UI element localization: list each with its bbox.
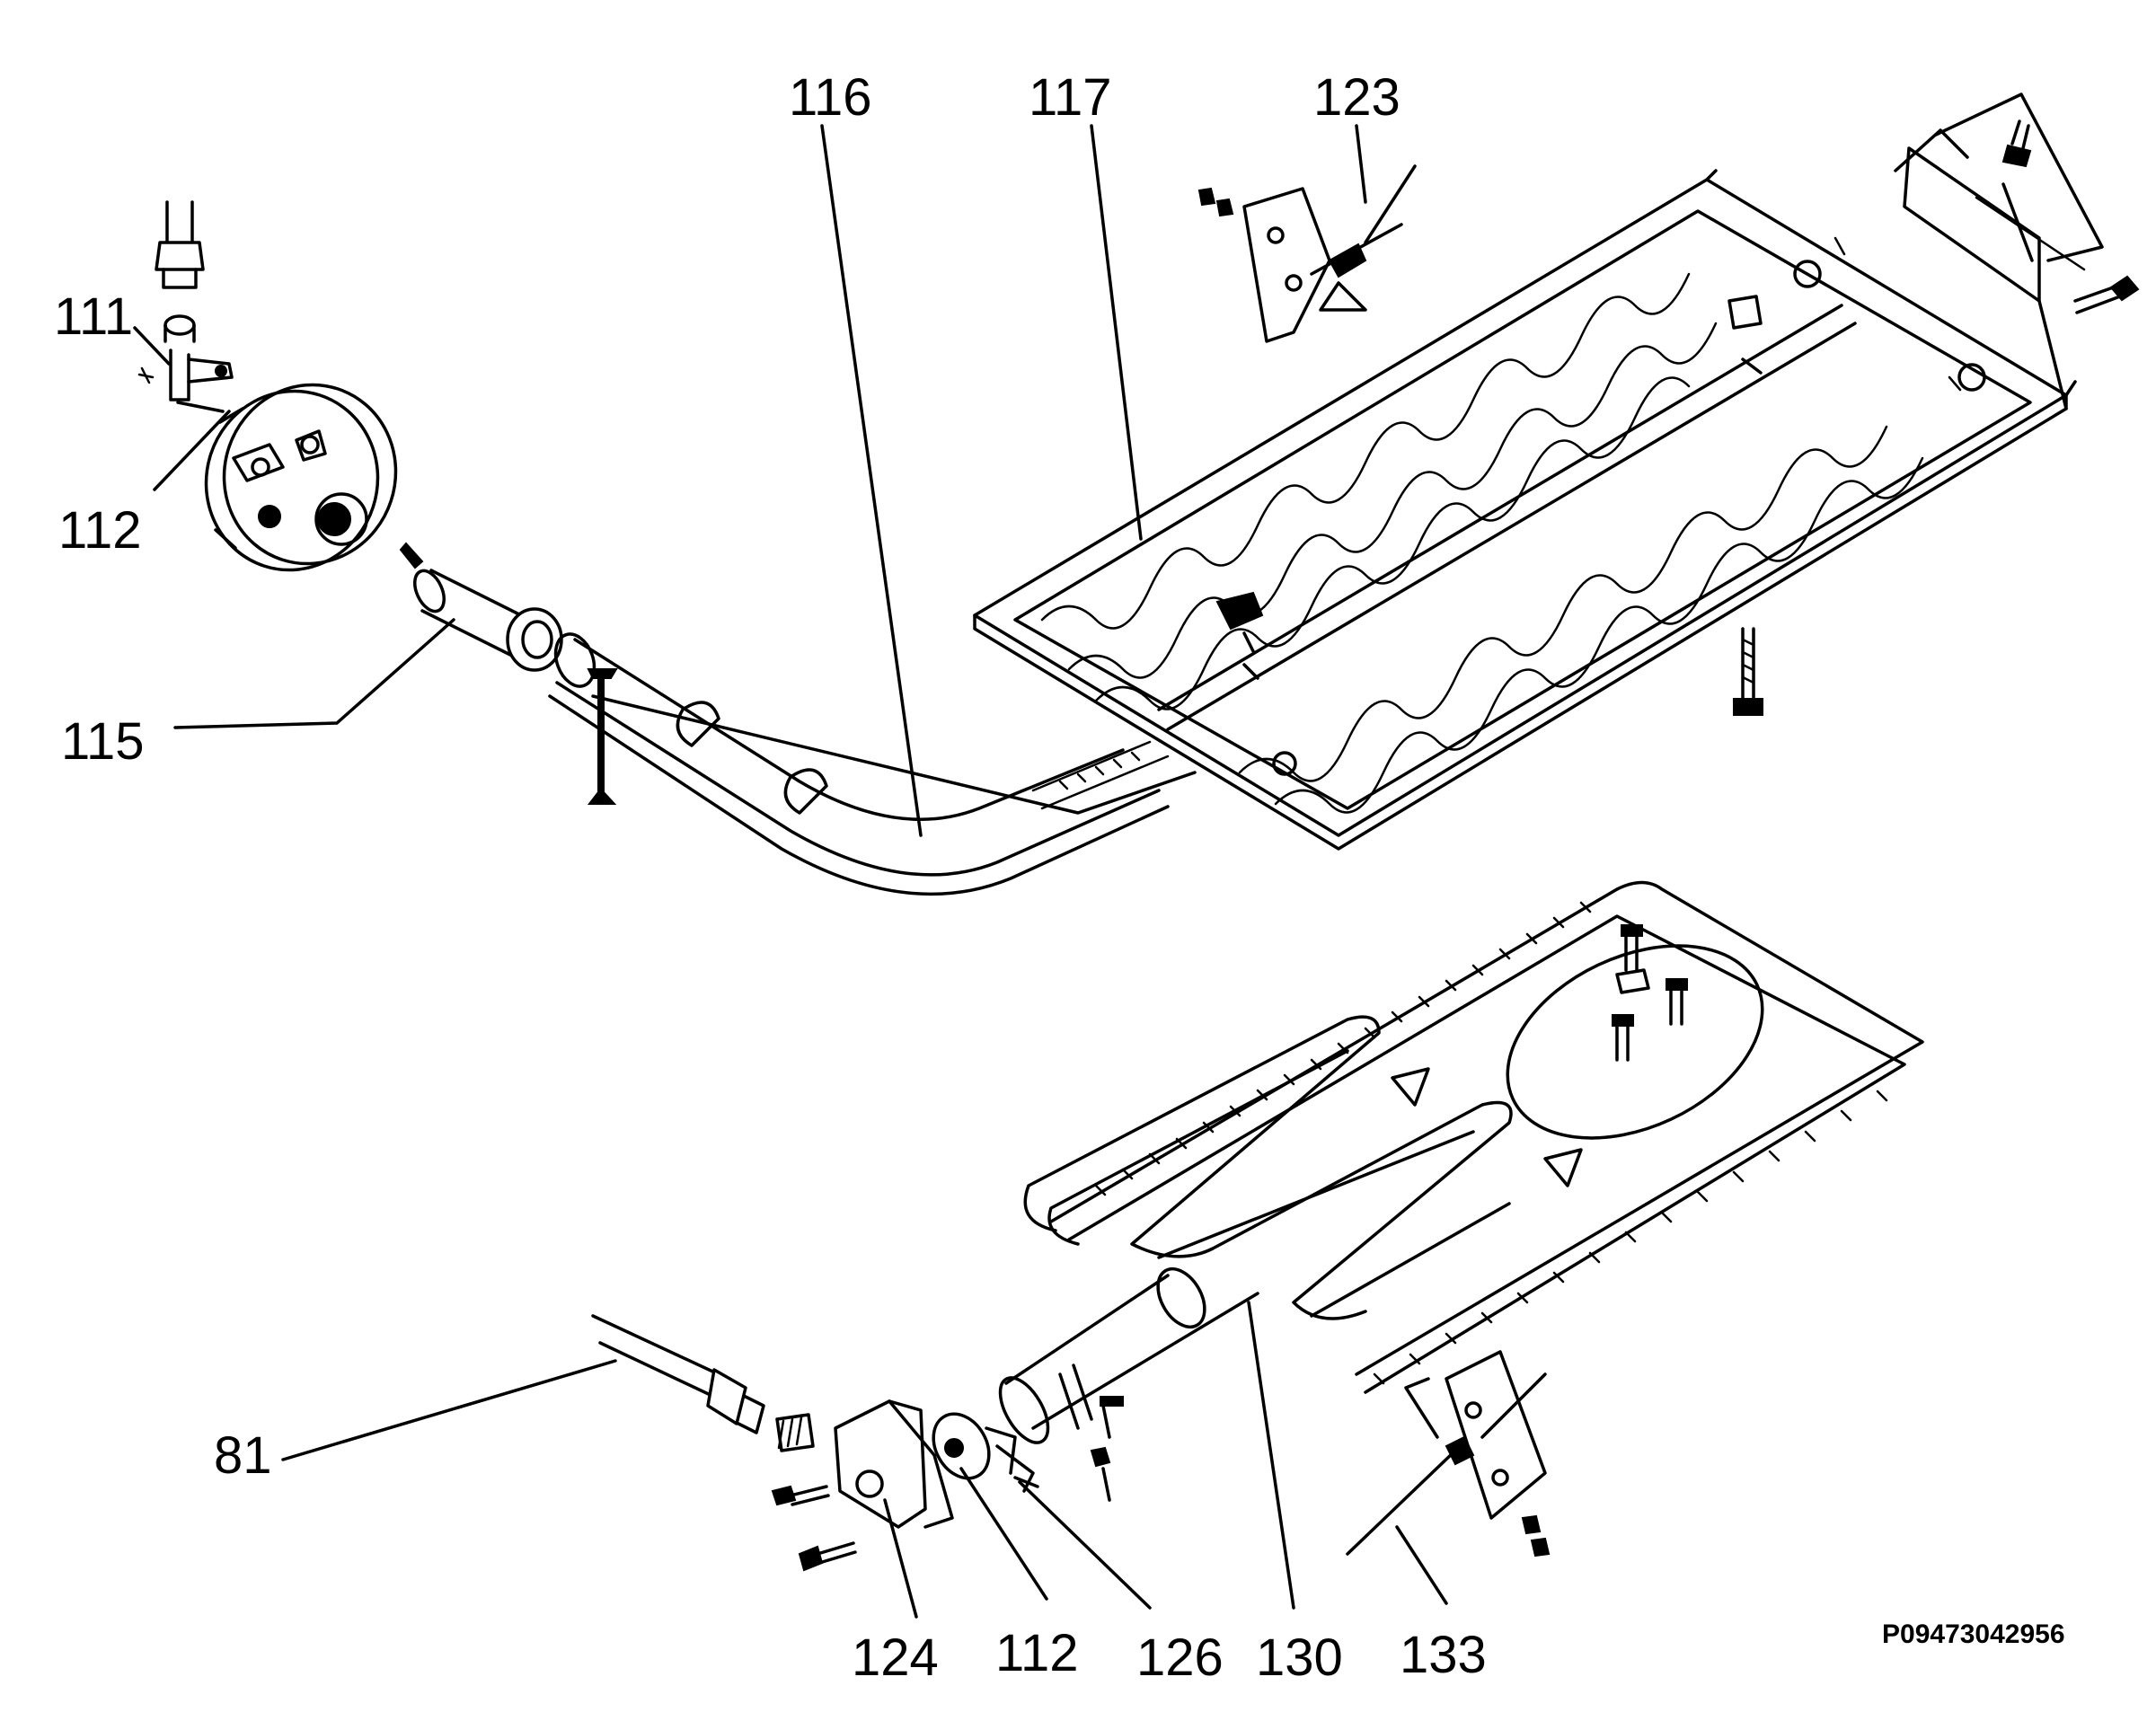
radiant-loops-lower [1238, 425, 1924, 814]
callout-133: 133 [1400, 1626, 1487, 1684]
callout-112-upper: 112 [58, 501, 141, 560]
callout-81: 81 [214, 1426, 272, 1485]
lower-orifice [932, 1412, 1017, 1480]
lower-burner-tube [998, 1015, 1513, 1444]
callout-123: 123 [1313, 68, 1401, 127]
callout-130: 130 [1256, 1628, 1343, 1687]
callout-124: 124 [852, 1628, 939, 1687]
leader-133 [1395, 1525, 1448, 1605]
radiant-loops-upper [1040, 272, 1718, 710]
valve-bracket [771, 1399, 954, 1572]
callout-labels: 111 112 115 116 117 123 81 124 112 126 1… [54, 68, 2065, 1687]
callout-115: 115 [61, 712, 144, 771]
callout-111: 111 [54, 287, 133, 346]
burner-head [204, 383, 424, 572]
callout-126: 126 [1136, 1628, 1224, 1687]
callout-116: 116 [789, 68, 871, 127]
venturi-tube [413, 569, 563, 672]
leader-124 [883, 1498, 918, 1619]
air-shutter [995, 1444, 1111, 1502]
leader-111 [133, 326, 171, 366]
drawing-code: P09473042956 [1882, 1619, 2065, 1649]
leader-81 [281, 1359, 617, 1461]
callout-117: 117 [1029, 68, 1111, 127]
lower-igniter [1346, 1350, 1551, 1558]
leader-112-upper [153, 410, 231, 491]
upper-burner-tube [548, 632, 1197, 896]
gas-inlet-fitting [137, 200, 234, 413]
leader-126 [1018, 1480, 1152, 1610]
callout-112-lower: 112 [995, 1624, 1078, 1682]
radiant-tray [973, 169, 2077, 851]
gas-supply-line [591, 1314, 815, 1452]
leader-123 [1355, 124, 1367, 204]
leader-115 [173, 618, 455, 729]
mounting-bracket [1793, 93, 2140, 410]
leader-112-lower [959, 1467, 1048, 1601]
upper-igniter [1197, 164, 1417, 343]
leader-116 [820, 124, 923, 837]
leader-117 [1090, 124, 1143, 541]
upper-burner-assembly [137, 93, 2140, 896]
lower-burner-assembly [591, 880, 1924, 1572]
leader-130 [1247, 1301, 1295, 1610]
leader-lines [133, 124, 1448, 1619]
